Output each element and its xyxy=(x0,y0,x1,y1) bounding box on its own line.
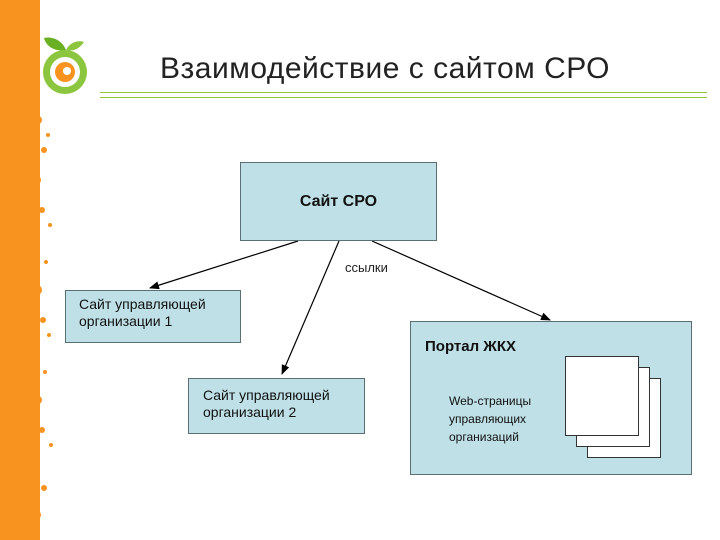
node-housing-portal-title: Портал ЖКХ xyxy=(425,338,517,355)
node-org-site-1-line1: Сайт управляющей xyxy=(79,296,206,312)
node-org-site-1: Сайт управляющей организации 1 xyxy=(65,290,241,343)
decorative-dots xyxy=(30,116,53,519)
node-org-site-2-line1: Сайт управляющей xyxy=(203,387,330,403)
node-org-site-1-line2: организации 1 xyxy=(79,313,173,329)
node-sro-site-label: Сайт СРО xyxy=(299,193,378,210)
node-org-site-2: Сайт управляющей организации 2 xyxy=(188,378,365,434)
web-pages-line1: Web-страницы xyxy=(449,394,532,408)
decorative-left-strip xyxy=(0,0,40,540)
slide-title: Взаимодействие с сайтом СРО xyxy=(160,52,610,85)
web-pages-line3: организаций xyxy=(449,430,519,444)
title-rule-bottom xyxy=(100,97,707,98)
web-pages-label: Web-страницы управляющих организаций xyxy=(449,392,579,446)
arrow-to-org2 xyxy=(281,240,340,375)
page-stack-front-icon xyxy=(565,356,639,436)
arrow-to-portal xyxy=(371,240,551,321)
node-housing-portal: Портал ЖКХ Web-страницы управляющих орга… xyxy=(410,321,692,475)
edge-label-links: ссылки xyxy=(345,260,388,275)
node-sro-site: Сайт СРО xyxy=(240,162,437,241)
logo-swirl-icon xyxy=(43,37,87,94)
title-rule-top xyxy=(100,92,707,93)
arrow-to-org1 xyxy=(149,240,299,290)
web-pages-line2: управляющих xyxy=(449,412,527,426)
node-org-site-2-line2: организации 2 xyxy=(203,404,297,420)
